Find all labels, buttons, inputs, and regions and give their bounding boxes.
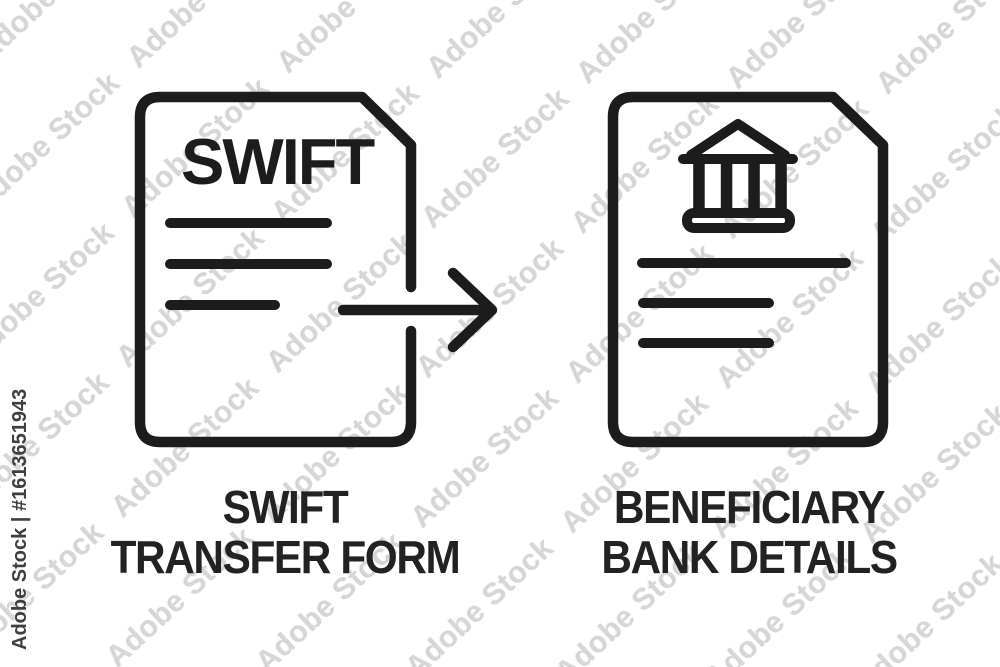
- label-line: SWIFT: [222, 481, 349, 533]
- swift-document-outline: [134, 91, 417, 448]
- bank-icon-base: [682, 208, 795, 233]
- beneficiary-document-outline: [607, 91, 889, 448]
- beneficiary-document-text-lines: [637, 258, 851, 348]
- swift-document-text-lines: [165, 218, 332, 310]
- fill-group: SWIFT: [181, 125, 787, 211]
- beneficiary-bank-details-label: BENEFICIARY BANK DETAILS: [547, 482, 952, 582]
- bank-icon-column: [775, 161, 787, 211]
- bank-icon-column: [693, 161, 705, 211]
- stock-id-watermark: Adobe Stock | #1613651943: [9, 388, 31, 650]
- label-line: BENEFICIARY: [613, 481, 886, 533]
- transfer-arrow-icon: [337, 267, 498, 353]
- swift-transfer-form-label: SWIFT TRANSFER FORM: [83, 482, 488, 582]
- bank-icon-column: [720, 161, 733, 211]
- bank-icon-column: [748, 161, 760, 211]
- label-line: TRANSFER FORM: [110, 531, 461, 583]
- swift-document-title: SWIFT: [181, 125, 374, 198]
- bank-icon-roof: [678, 119, 798, 164]
- stroke-group: [134, 91, 889, 448]
- label-line: BANK DETAILS: [601, 531, 898, 583]
